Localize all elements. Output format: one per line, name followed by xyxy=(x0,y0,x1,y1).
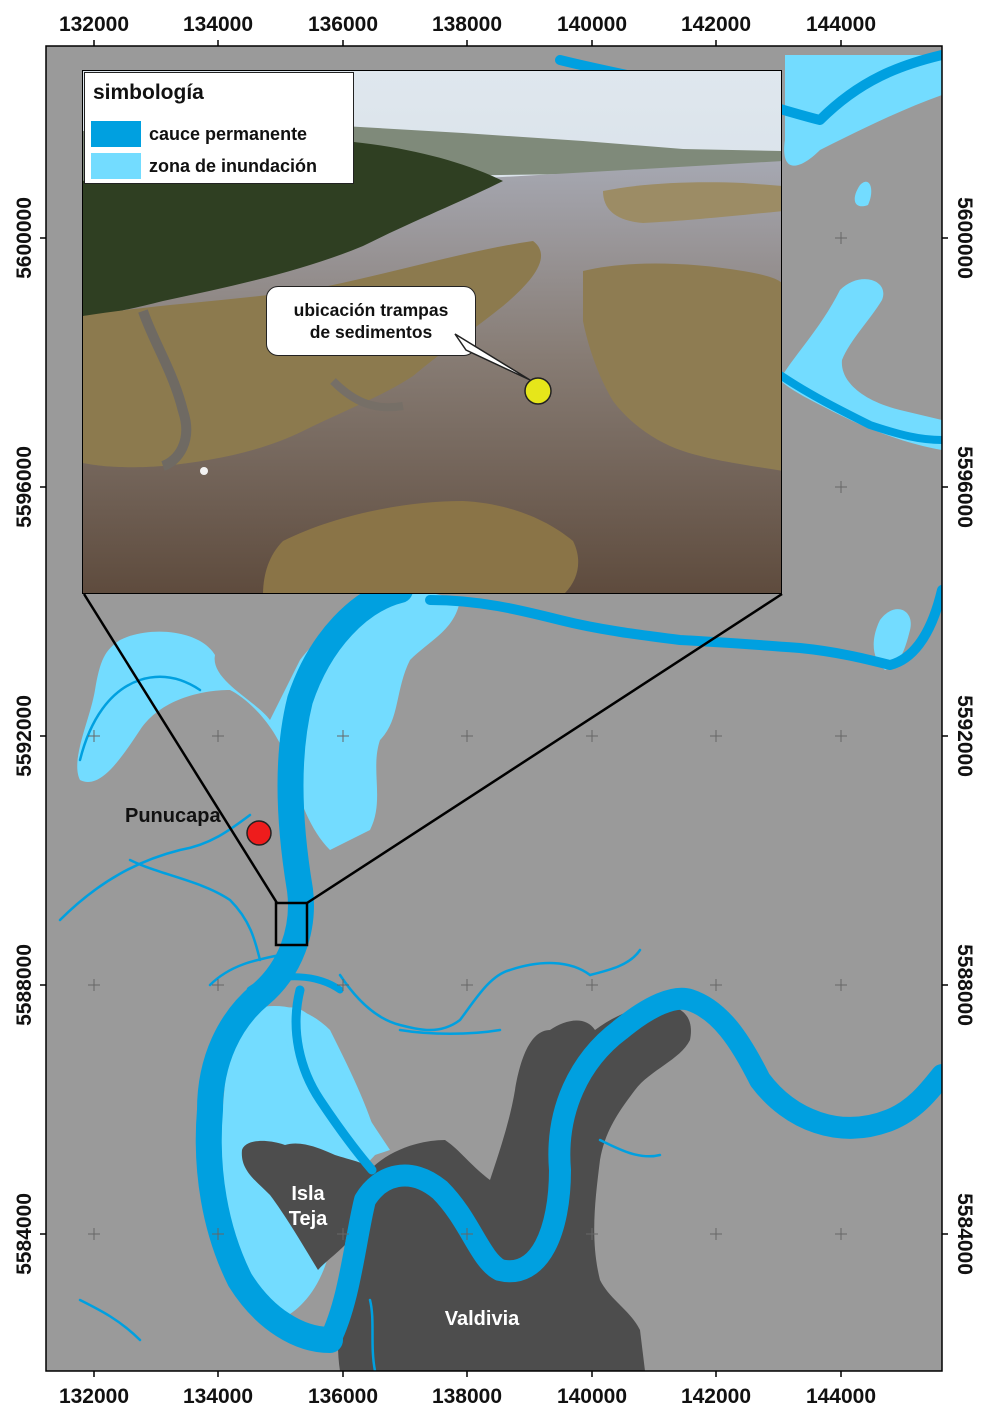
y-tick-label-left: 5588000 xyxy=(13,944,36,1026)
grid-cross xyxy=(461,1228,473,1240)
urban-areas xyxy=(241,1005,691,1371)
x-tick-label-bottom: 138000 xyxy=(432,1385,502,1408)
x-axis-top: 132000 134000 136000 138000 140000 142000 1440… xyxy=(59,13,876,36)
x-tick-label-bottom: 144000 xyxy=(806,1385,876,1408)
grid-cross xyxy=(835,730,847,742)
grid-cross xyxy=(586,730,598,742)
grid-cross xyxy=(586,979,598,991)
isla-teja-label-line1: Isla xyxy=(291,1183,325,1205)
isla-teja-area xyxy=(241,1140,372,1270)
x-tick-label-top: 144000 xyxy=(806,13,876,36)
map-legend: simbología cauce permanente zona de inun… xyxy=(84,72,354,184)
legend-item-flood-zone: zona de inundación xyxy=(91,153,317,179)
isla-teja-label-line2: Teja xyxy=(289,1208,328,1230)
punucapa-label: Punucapa xyxy=(125,805,221,827)
grid-cross xyxy=(212,979,224,991)
grid-crosses xyxy=(88,232,847,1240)
grid-cross xyxy=(337,979,349,991)
x-tick-label-bottom: 136000 xyxy=(308,1385,378,1408)
axis-ticks xyxy=(40,40,948,1377)
y-tick-label-left: 5592000 xyxy=(13,695,36,777)
legend-item-permanent-channel: cauce permanente xyxy=(91,121,307,147)
x-tick-label-bottom: 134000 xyxy=(183,1385,253,1408)
grid-cross xyxy=(710,1228,722,1240)
grid-cross xyxy=(212,1228,224,1240)
y-tick-label-right: 5592000 xyxy=(953,695,976,777)
x-tick-label-top: 138000 xyxy=(432,13,502,36)
y-axis-right: 5600000 5596000 5592000 5588000 5584000 xyxy=(953,197,976,1275)
y-tick-label-left: 5596000 xyxy=(13,446,36,528)
sediment-trap-callout: ubicación trampas de sedimentos xyxy=(266,286,476,356)
x-tick-label-top: 136000 xyxy=(308,13,378,36)
punucapa-marker xyxy=(246,820,272,846)
legend-label-flood-zone: zona de inundación xyxy=(149,155,318,176)
grid-cross xyxy=(835,979,847,991)
grid-cross xyxy=(212,730,224,742)
y-tick-label-right: 5584000 xyxy=(953,1193,976,1275)
grid-cross xyxy=(461,979,473,991)
x-tick-label-bottom: 142000 xyxy=(681,1385,751,1408)
map-frame xyxy=(45,45,943,1372)
valdivia-label: Valdivia xyxy=(445,1308,520,1330)
y-tick-label-right: 5596000 xyxy=(953,446,976,528)
callout-line-2: de sedimentos xyxy=(309,322,433,342)
legend-label-permanent-channel: cauce permanente xyxy=(149,123,308,144)
callout-line-1: ubicación trampas xyxy=(293,300,449,320)
grid-cross xyxy=(88,979,100,991)
grid-cross xyxy=(835,1228,847,1240)
valdivia-area xyxy=(337,1005,691,1371)
y-tick-label-left: 5600000 xyxy=(13,197,36,279)
y-tick-label-right: 5600000 xyxy=(953,197,976,279)
x-tick-label-top: 140000 xyxy=(557,13,627,36)
legend-swatch-permanent-channel xyxy=(91,121,141,147)
y-axis-left: 5600000 5596000 5592000 5588000 5584000 xyxy=(13,197,36,1275)
x-tick-label-top: 132000 xyxy=(59,13,129,36)
grid-cross xyxy=(88,1228,100,1240)
legend-title: simbología xyxy=(93,81,204,104)
x-tick-label-bottom: 140000 xyxy=(557,1385,627,1408)
grid-cross xyxy=(710,979,722,991)
inset-location-box xyxy=(274,901,309,947)
grid-cross xyxy=(461,730,473,742)
legend-swatch-flood-zone xyxy=(91,153,141,179)
grid-cross xyxy=(835,232,847,244)
tributaries xyxy=(58,675,662,1371)
y-tick-label-right: 5588000 xyxy=(953,944,976,1026)
grid-cross xyxy=(586,1228,598,1240)
grid-cross xyxy=(337,730,349,742)
x-tick-label-top: 142000 xyxy=(681,13,751,36)
flood-zones xyxy=(77,55,942,1320)
inset-connector-lines xyxy=(82,592,783,905)
x-tick-label-top: 134000 xyxy=(183,13,253,36)
x-axis-bottom: 132000 134000 136000 138000 140000 142000 1440… xyxy=(59,1385,876,1408)
y-tick-label-left: 5584000 xyxy=(13,1193,36,1275)
grid-cross xyxy=(710,730,722,742)
x-tick-label-bottom: 132000 xyxy=(59,1385,129,1408)
grid-cross xyxy=(337,1228,349,1240)
grid-cross xyxy=(835,481,847,493)
grid-cross xyxy=(88,730,100,742)
